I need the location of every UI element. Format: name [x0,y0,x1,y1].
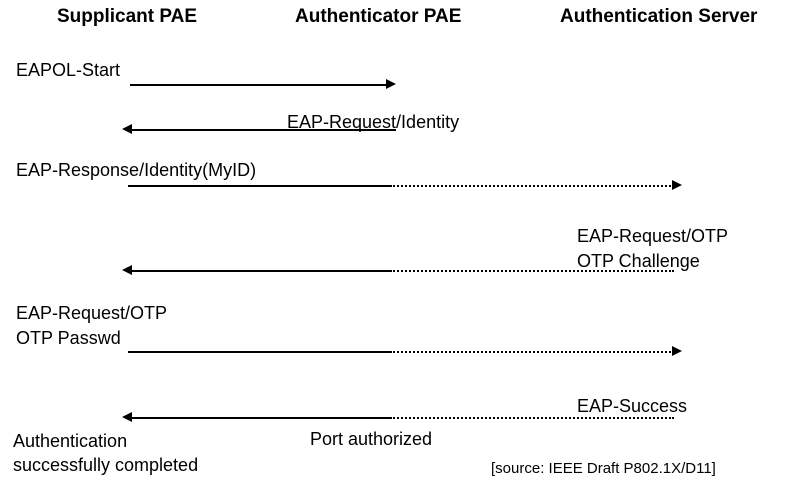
message-label-otp-challenge: OTP Challenge [577,251,700,271]
note-authentication-line2: successfully completed [13,455,199,475]
lane-title-supplicant: Supplicant PAE [57,6,198,27]
message-line-eap-request-identity [132,129,396,131]
lane-title-authentication-server: Authentication Server [560,6,758,27]
message-label-eap-success: EAP-Success [577,396,688,416]
message-line-otp-challenge-dotted [390,270,674,272]
message-label-eapol-start: EAPOL-Start [16,60,121,80]
message-line-otp-passwd-solid [128,351,390,353]
arrowhead-right-icon [672,180,682,190]
note-authentication-line1: Authentication [13,431,128,451]
message-label-eap-request-otp-passwd: EAP-Request/OTP [16,303,168,323]
source-citation: [source: IEEE Draft P802.1X/D11] [491,460,716,477]
message-label-eap-request-otp-challenge: EAP-Request/OTP [577,226,729,246]
arrowhead-right-icon [672,346,682,356]
arrowhead-left-icon [122,265,132,275]
message-line-eap-response-identity-solid [128,185,390,187]
note-port-authorized: Port authorized [310,429,433,449]
arrowhead-left-icon [122,412,132,422]
message-line-eap-success-solid [132,417,392,419]
lane-title-authenticator: Authenticator PAE [295,6,462,27]
arrowhead-left-icon [122,124,132,134]
message-line-eapol-start [130,84,386,86]
message-label-otp-passwd: OTP Passwd [16,328,121,348]
message-line-eap-response-identity-dotted [390,185,674,187]
message-label-eap-response-identity: EAP-Response/Identity(MyID) [16,160,257,180]
message-line-eap-success-dotted [390,417,674,419]
message-line-otp-passwd-dotted [390,351,674,353]
arrowhead-right-icon [386,79,396,89]
message-label-eap-request-identity: EAP-Request/Identity [287,112,460,132]
message-line-otp-challenge-solid [132,270,392,272]
